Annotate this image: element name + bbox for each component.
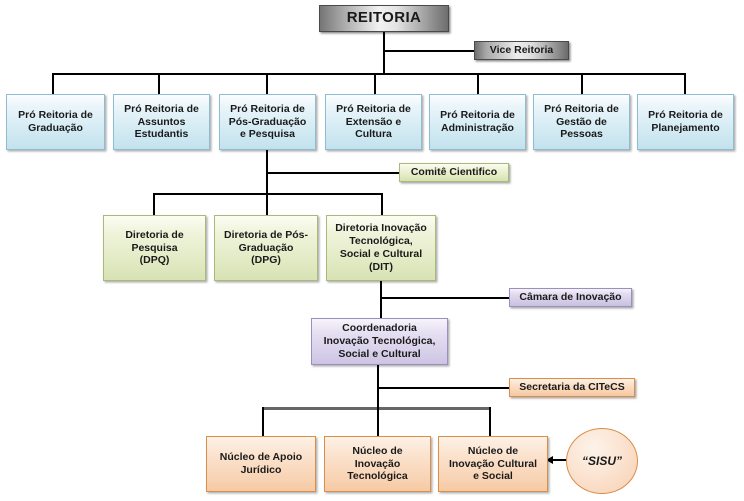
- connector-drop-pos: [266, 73, 268, 94]
- node-comite-cientifico[interactable]: Comitê Cientifico: [399, 163, 509, 182]
- connector-drop-graduacao: [52, 73, 54, 94]
- connector-drop-nucleo-juridico: [262, 407, 264, 436]
- connector-drop-gestao: [581, 73, 583, 94]
- connector-reitoria-stem: [383, 32, 385, 73]
- node-pro-reitoria-extensao-cultura[interactable]: Pró Reitoria de Extensão e Cultura: [325, 94, 422, 150]
- connector-drop-planejamento: [684, 73, 686, 94]
- connector-drop-dit: [381, 193, 383, 215]
- node-diretoria-pos-graduacao[interactable]: Diretoria de Pós- Graduação (DPG): [214, 215, 318, 281]
- node-nucleo-inovacao-cultural-social[interactable]: Núcleo de Inovação Cultural e Social: [438, 436, 548, 492]
- node-pro-reitoria-graduacao[interactable]: Pró Reitoria de Graduação: [6, 94, 105, 150]
- connector-drop-dpq: [153, 193, 155, 215]
- connector-drop-assuntos: [158, 73, 160, 94]
- connector-reitoria-to-vice: [383, 50, 474, 52]
- connector-drop-administracao: [477, 73, 479, 94]
- connector-pro-reitoria-bus: [52, 73, 686, 75]
- node-pro-reitoria-gestao-pessoas[interactable]: Pró Reitoria de Gestão de Pessoas: [533, 94, 630, 150]
- node-nucleo-inovacao-tecnologica[interactable]: Núcleo de Inovação Tecnológica: [324, 436, 431, 492]
- connector-coordenadoria-to-secretaria: [377, 387, 509, 389]
- node-pro-reitoria-administracao[interactable]: Pró Reitoria de Administração: [429, 94, 526, 150]
- node-reitoria[interactable]: REITORIA: [319, 5, 449, 32]
- connector-nucleo-bus: [262, 407, 490, 410]
- node-secretaria-citecs[interactable]: Secretaria da CITeCS: [509, 378, 635, 397]
- connector-pos-to-comite: [266, 172, 399, 174]
- node-vice-reitoria[interactable]: Vice Reitoria: [474, 41, 569, 60]
- node-diretoria-pesquisa[interactable]: Diretoria de Pesquisa (DPQ): [103, 215, 206, 281]
- node-coordenadoria-citecs[interactable]: Coordenadoria Inovação Tecnológica, Soci…: [311, 318, 448, 365]
- node-pro-reitoria-assuntos-estudantis[interactable]: Pró Reitoria de Assuntos Estudantis: [113, 94, 210, 150]
- connector-drop-nucleo-tecnologica: [377, 407, 379, 436]
- connector-dit-to-camara: [380, 297, 509, 299]
- node-sisu[interactable]: “SISU”: [566, 428, 638, 494]
- connector-drop-nucleo-cultural: [489, 407, 491, 436]
- node-diretoria-inovacao-dit[interactable]: Diretoria Inovação Tecnológica, Social e…: [326, 215, 436, 281]
- node-camara-de-inovacao[interactable]: Câmara de Inovação: [509, 288, 632, 307]
- node-nucleo-apoio-juridico[interactable]: Núcleo de Apoio Jurídico: [206, 436, 316, 492]
- connector-drop-dpg: [266, 193, 268, 215]
- connector-pos-stem: [266, 150, 268, 215]
- node-pro-reitoria-planejamento[interactable]: Pró Reitoria de Planejamento: [637, 94, 734, 150]
- connector-diretoria-bus: [153, 193, 383, 195]
- node-pro-reitoria-pos-graduacao-pesquisa[interactable]: Pró Reitoria de Pós-Graduação e Pesquisa: [219, 94, 316, 150]
- connector-drop-extensao: [374, 73, 376, 94]
- connector-dit-stem: [380, 281, 382, 318]
